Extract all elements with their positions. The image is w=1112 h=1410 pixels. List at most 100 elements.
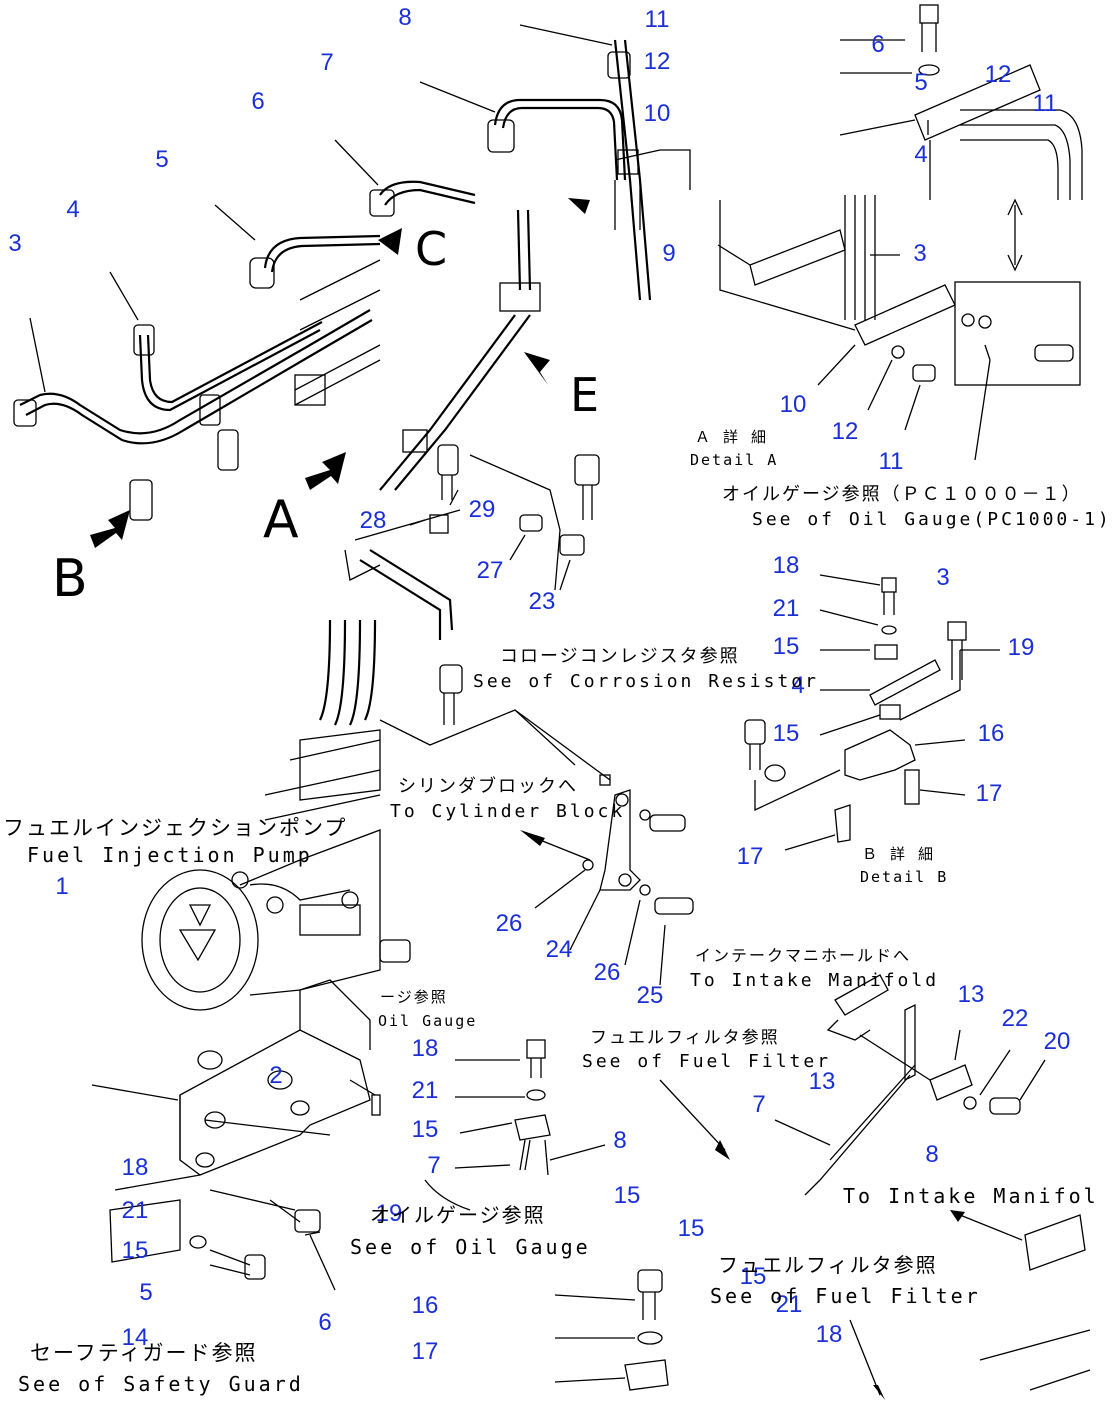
callout-11-detail-a: 11 bbox=[1032, 90, 1058, 117]
callout-17-detail-b: 17 bbox=[975, 780, 1003, 807]
callout-15-detail-b: 15 bbox=[772, 633, 800, 660]
view-letter-a: A bbox=[263, 490, 299, 550]
callout-8-center: 8 bbox=[613, 1127, 627, 1154]
callout-18-center: 18 bbox=[411, 1035, 439, 1062]
callout-25: 25 bbox=[636, 982, 664, 1009]
callout-2: 2 bbox=[269, 1062, 283, 1089]
callout-5-top: 5 bbox=[155, 146, 169, 173]
callout-13-left: 13 bbox=[808, 1068, 836, 1095]
callout-15-center: 15 bbox=[411, 1116, 439, 1143]
view-arrows bbox=[90, 198, 590, 548]
callout-19-detail-b: 19 bbox=[1007, 634, 1035, 661]
oil-gauge-pc-note-jp: オイルゲージ参照（ＰＣ１０００－１） bbox=[722, 484, 1082, 505]
callout-4-top: 4 bbox=[66, 196, 80, 223]
fuel-filter-note-en: See of Fuel Filter bbox=[582, 1051, 832, 1072]
detail-b-title-jp: Ｂ 詳 細 bbox=[862, 845, 936, 863]
callout-29: 29 bbox=[468, 496, 496, 523]
callout-7-right: 7 bbox=[752, 1091, 766, 1118]
callout-24: 24 bbox=[545, 936, 573, 963]
fuel-pipe-assembly-top-left bbox=[13, 39, 691, 521]
leader-lines bbox=[29, 24, 929, 1291]
view-letter-b: B bbox=[52, 549, 88, 609]
fuel-filter-note-2-en: See of Fuel Filter bbox=[710, 1284, 981, 1308]
callout-16-bottom: 16 bbox=[411, 1292, 439, 1319]
callout-13-right: 13 bbox=[957, 981, 985, 1008]
callout-8-right: 8 bbox=[925, 1141, 939, 1168]
callout-15-bottom-right: 15 bbox=[739, 1263, 767, 1290]
fuel-injection-pump-en: Fuel Injection Pump bbox=[27, 843, 313, 867]
detail-a-title-jp: Ａ 詳 細 bbox=[695, 428, 769, 446]
callout-21-center: 21 bbox=[411, 1077, 439, 1104]
callout-23: 23 bbox=[528, 588, 556, 615]
fuel-filter-note-jp: フュエルフィルタ参照 bbox=[590, 1028, 780, 1048]
view-letter-c: C bbox=[415, 222, 448, 276]
corrosion-note-en: See of Corrosion Resistor bbox=[473, 671, 819, 692]
intake-note-en: To Intake Manifold bbox=[690, 970, 940, 991]
callout-18-bottom-right: 18 bbox=[815, 1321, 843, 1348]
callout-18-left: 18 bbox=[121, 1154, 149, 1181]
callout-12-top: 12 bbox=[643, 48, 671, 75]
view-letter-e: E bbox=[570, 368, 600, 422]
callout-6-detail-a: 6 bbox=[871, 31, 885, 58]
callout-3-top: 3 bbox=[8, 230, 22, 257]
cylinder-note-en: To Cylinder Block bbox=[390, 801, 626, 822]
cylinder-note-jp: シリンダブロックへ bbox=[398, 776, 578, 797]
callout-21-left: 21 bbox=[121, 1197, 149, 1224]
bracket-24 bbox=[514, 709, 694, 986]
detail-a bbox=[719, 4, 1083, 461]
clamp-group-center bbox=[424, 1039, 669, 1391]
callout-11-detail-a-2: 11 bbox=[878, 448, 904, 475]
intake-note-jp: インテークマニホールドへ bbox=[695, 946, 912, 965]
callout-5-detail-a: 5 bbox=[914, 69, 928, 96]
callout-3-detail-b: 3 bbox=[936, 564, 950, 591]
safety-guard-note-en: See of Safety Guard bbox=[18, 1372, 304, 1396]
callout-18-detail-b: 18 bbox=[772, 552, 800, 579]
callout-4-detail-b: 4 bbox=[791, 672, 805, 699]
callout-10-top: 10 bbox=[643, 100, 671, 127]
callout-12-detail-a: 12 bbox=[984, 61, 1012, 88]
callout-21-bottom-right: 21 bbox=[775, 1291, 803, 1318]
callout-15-left: 15 bbox=[121, 1237, 149, 1264]
callout-15-center-2: 15 bbox=[613, 1182, 641, 1209]
callout-6-bottom: 6 bbox=[318, 1309, 332, 1336]
callout-7-center: 7 bbox=[427, 1152, 441, 1179]
detail-a-title-en: Detail A bbox=[690, 451, 779, 469]
callout-5-left: 5 bbox=[139, 1279, 153, 1306]
callout-19-bottom: 19 bbox=[375, 1200, 403, 1227]
callout-4-detail-a: 4 bbox=[914, 141, 928, 168]
callout-11-top: 11 bbox=[644, 6, 670, 33]
callout-8-top: 8 bbox=[398, 4, 412, 31]
oil-gauge-note-en: See of Oil Gauge bbox=[350, 1235, 591, 1259]
callout-27: 27 bbox=[476, 557, 504, 584]
callout-3-detail-a: 3 bbox=[913, 240, 927, 267]
callout-15-detail-b-2: 15 bbox=[772, 720, 800, 747]
oil-gauge-pc-note-en: See of Oil Gauge(PC1000-1) bbox=[752, 509, 1112, 530]
corrosion-note-jp: コロージコンレジスタ参照 bbox=[500, 646, 740, 667]
callout-26-2: 26 bbox=[593, 959, 621, 986]
detail-b bbox=[744, 574, 1000, 851]
callout-26: 26 bbox=[495, 910, 523, 937]
callout-17-bottom: 17 bbox=[411, 1338, 439, 1365]
safety-guard-note-jp: セーフティガード参照 bbox=[30, 1341, 258, 1365]
callout-22: 22 bbox=[1001, 1005, 1029, 1032]
pump-mount-bracket bbox=[91, 939, 411, 1280]
callout-9: 9 bbox=[662, 240, 676, 267]
intake-note-2-en: To Intake Manifol bbox=[843, 1184, 1099, 1208]
callout-17-detail-b-2: 17 bbox=[736, 843, 764, 870]
callout-7-top: 7 bbox=[320, 49, 334, 76]
callout-1: 1 bbox=[55, 873, 69, 900]
callout-10-detail-a: 10 bbox=[779, 391, 807, 418]
intake-manifold-parts bbox=[659, 974, 1091, 1400]
callout-20: 20 bbox=[1043, 1028, 1071, 1055]
callout-21-detail-b: 21 bbox=[772, 595, 800, 622]
oil-gauge-small-en: Oil Gauge bbox=[378, 1012, 478, 1030]
callout-12-detail-a-2: 12 bbox=[831, 418, 859, 445]
callout-14: 14 bbox=[121, 1324, 149, 1351]
callout-15-center-3: 15 bbox=[677, 1215, 705, 1242]
fuel-injection-pump-jp: フュエルインジェクションポンプ bbox=[3, 816, 348, 840]
callout-28: 28 bbox=[359, 507, 387, 534]
callout-16-detail-b: 16 bbox=[977, 720, 1005, 747]
injection-pipes bbox=[299, 444, 600, 801]
